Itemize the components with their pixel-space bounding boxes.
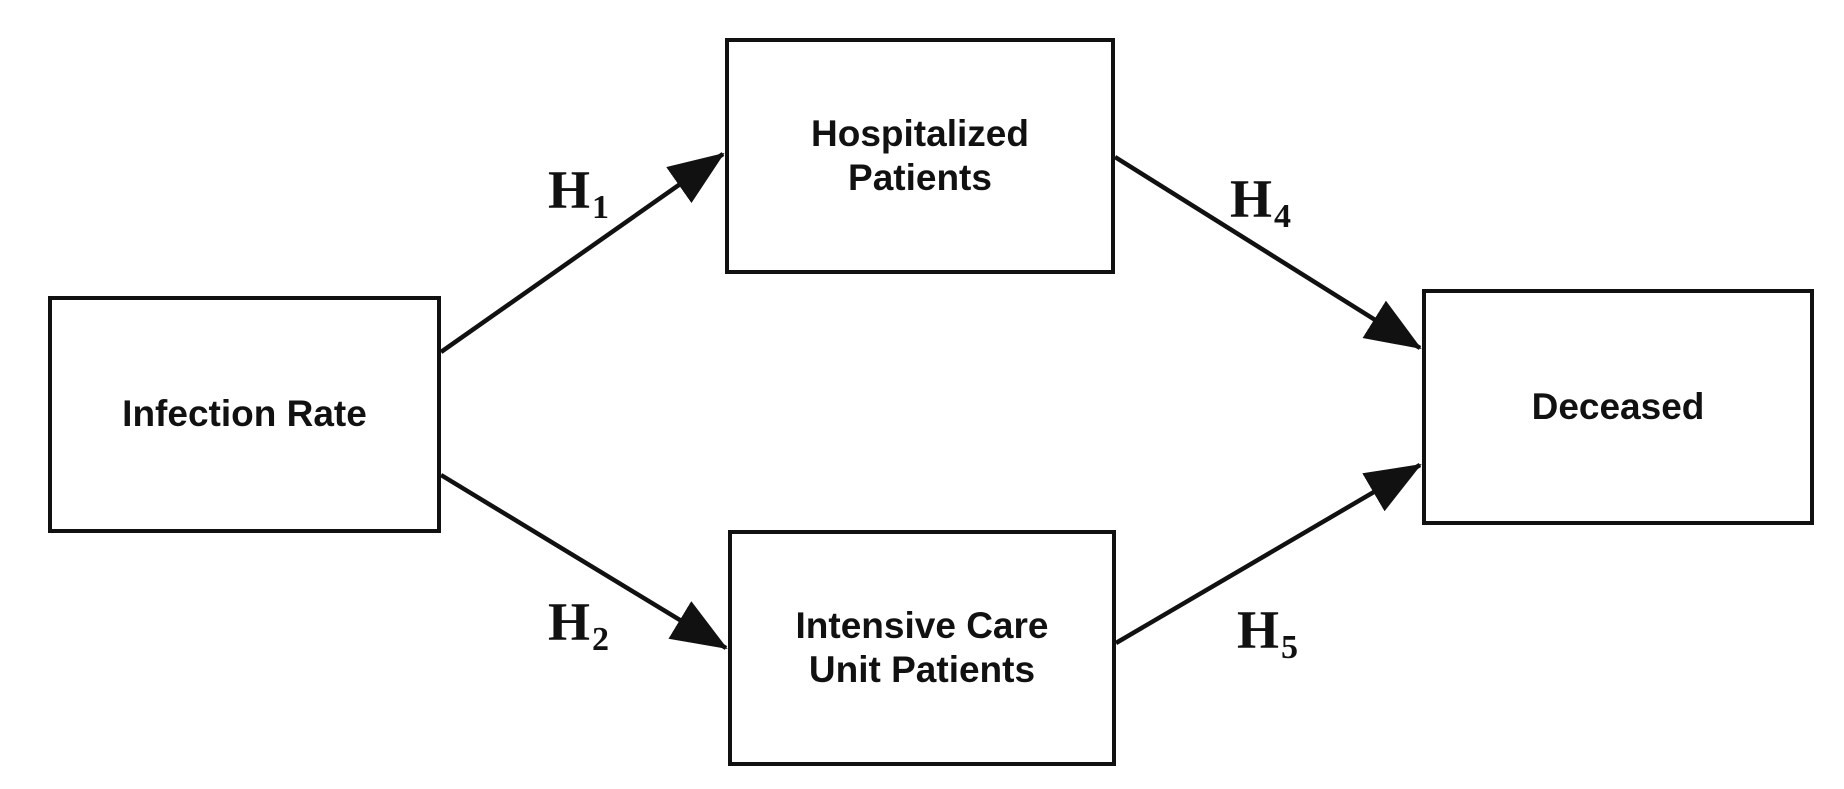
hypothesis-h2-label: H2 [548,595,609,657]
edge-h2-arrow [439,473,728,650]
h1-subscript: 1 [592,189,610,226]
deceased-label: Deceased [1531,385,1705,427]
infection-rate-label: Infection Rate [122,393,367,435]
h2-subscript: 2 [592,621,610,658]
h2-letter: H [548,592,591,652]
icu-patients-box: Intensive Care Unit Patients [728,530,1116,766]
infection-rate-box: Infection Rate [48,296,441,533]
h4-letter: H [1230,169,1273,229]
deceased-box: Deceased [1422,289,1814,525]
hypothesis-h4-label: H4 [1230,172,1291,234]
hypothesis-h5-label: H5 [1237,603,1298,665]
h1-letter: H [548,160,591,220]
h4-subscript: 4 [1274,198,1292,235]
edge-h5-arrow [1114,463,1422,645]
edge-h1-arrow [439,152,725,354]
hypothesis-h1-label: H1 [548,163,609,225]
icu-patients-label: Intensive Care Unit Patients [795,604,1049,690]
h5-letter: H [1237,600,1280,660]
h5-subscript: 5 [1281,629,1299,666]
hospitalized-patients-box: Hospitalized Patients [725,38,1115,274]
hospitalized-patients-label: Hospitalized Patients [811,112,1029,198]
edge-h4-arrow [1113,155,1422,350]
